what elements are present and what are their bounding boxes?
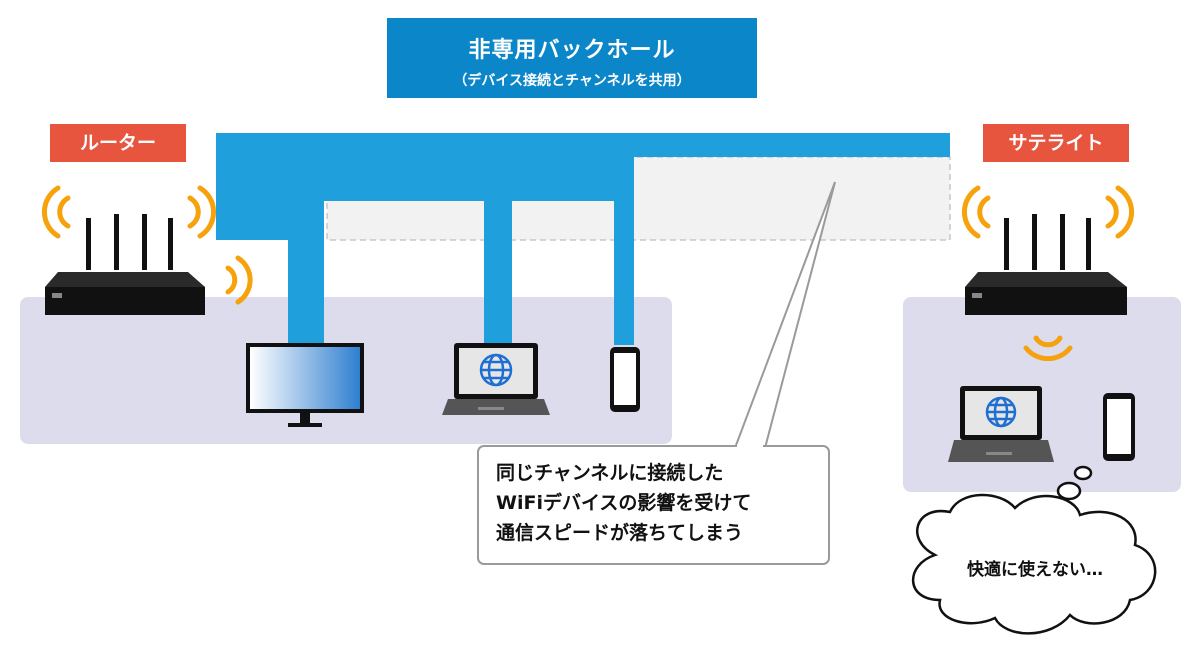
router-icon: [45, 214, 205, 315]
satellite-router-icon: [965, 214, 1127, 315]
router-label: ルーター: [50, 124, 186, 162]
callout-line-2: WiFiデバイスの影響を受けて: [496, 492, 752, 514]
callout-line-3: 通信スピードが落ちてしまう: [496, 522, 744, 544]
monitor-icon: [246, 343, 364, 427]
cloud-text: 快適に使えない…: [967, 560, 1103, 580]
callout-pointer: [734, 181, 836, 449]
satellite-globe-icon: [985, 396, 1017, 428]
backhaul-title-box: 非専用バックホール （デバイス接続とチャンネルを共用）: [387, 18, 757, 98]
smartphone-icon: [610, 347, 640, 412]
globe-icon: [479, 353, 513, 387]
callout-box: [477, 445, 830, 565]
satellite-smartphone-icon: [1103, 393, 1135, 461]
callout-text: 同じチャンネルに接続した WiFiデバイスの影響を受けて 通信スピードが落ちてし…: [496, 458, 826, 548]
callout-line-1: 同じチャンネルに接続した: [496, 462, 724, 484]
backhaul-pipe: [216, 133, 950, 345]
satellite-wifi-wave-icon: [961, 185, 1135, 362]
wifi-wave-icon: [41, 185, 253, 305]
thought-cloud-icon: [911, 465, 1157, 635]
title-main: 非専用バックホール: [468, 38, 676, 63]
satellite-label: サテライト: [983, 124, 1129, 162]
title-sub: （デバイス接続とチャンネルを共用）: [453, 73, 691, 89]
